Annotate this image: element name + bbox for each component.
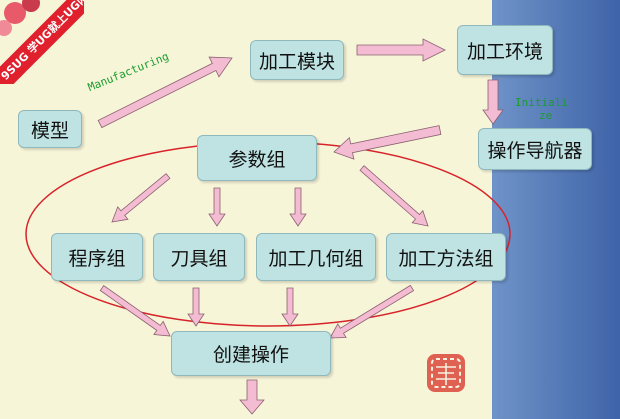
arrow-module-to-environment — [356, 38, 446, 62]
node-model: 模型 — [18, 110, 82, 148]
arrow-program-to-create — [99, 284, 171, 337]
edge-label-initialize-line2: ze — [539, 109, 553, 122]
arrow-environment-to-navigator — [482, 79, 504, 125]
node-program-group: 程序组 — [51, 233, 143, 281]
arrow-params-to-method — [359, 165, 429, 227]
node-machining-module: 加工模块 — [250, 40, 344, 80]
edge-label-initialize-line1: Initiali — [515, 96, 568, 109]
arrow-navigator-to-params — [333, 125, 442, 160]
arrow-params-to-tool — [208, 187, 226, 227]
seal-stamp — [427, 354, 465, 392]
node-method-group: 加工方法组 — [386, 233, 506, 281]
arrow-create-down — [239, 379, 265, 415]
arrow-params-to-geometry — [289, 187, 307, 227]
arrow-model-to-module — [97, 56, 233, 129]
arrow-tool-to-create — [187, 287, 205, 327]
node-geometry-group: 加工几何组 — [256, 233, 376, 281]
node-machining-environment: 加工环境 — [457, 25, 553, 75]
node-parameter-group: 参数组 — [197, 135, 317, 181]
arrow-params-to-program — [111, 173, 171, 223]
arrow-geometry-to-create — [281, 287, 299, 327]
watermark-badge: 9SUG 学UG就上UG网 — [0, 0, 84, 84]
arrow-method-to-create — [329, 284, 415, 339]
node-tool-group: 刀具组 — [153, 233, 245, 281]
node-create-operation: 创建操作 — [171, 331, 331, 376]
node-operation-navigator: 操作导航器 — [478, 128, 592, 170]
